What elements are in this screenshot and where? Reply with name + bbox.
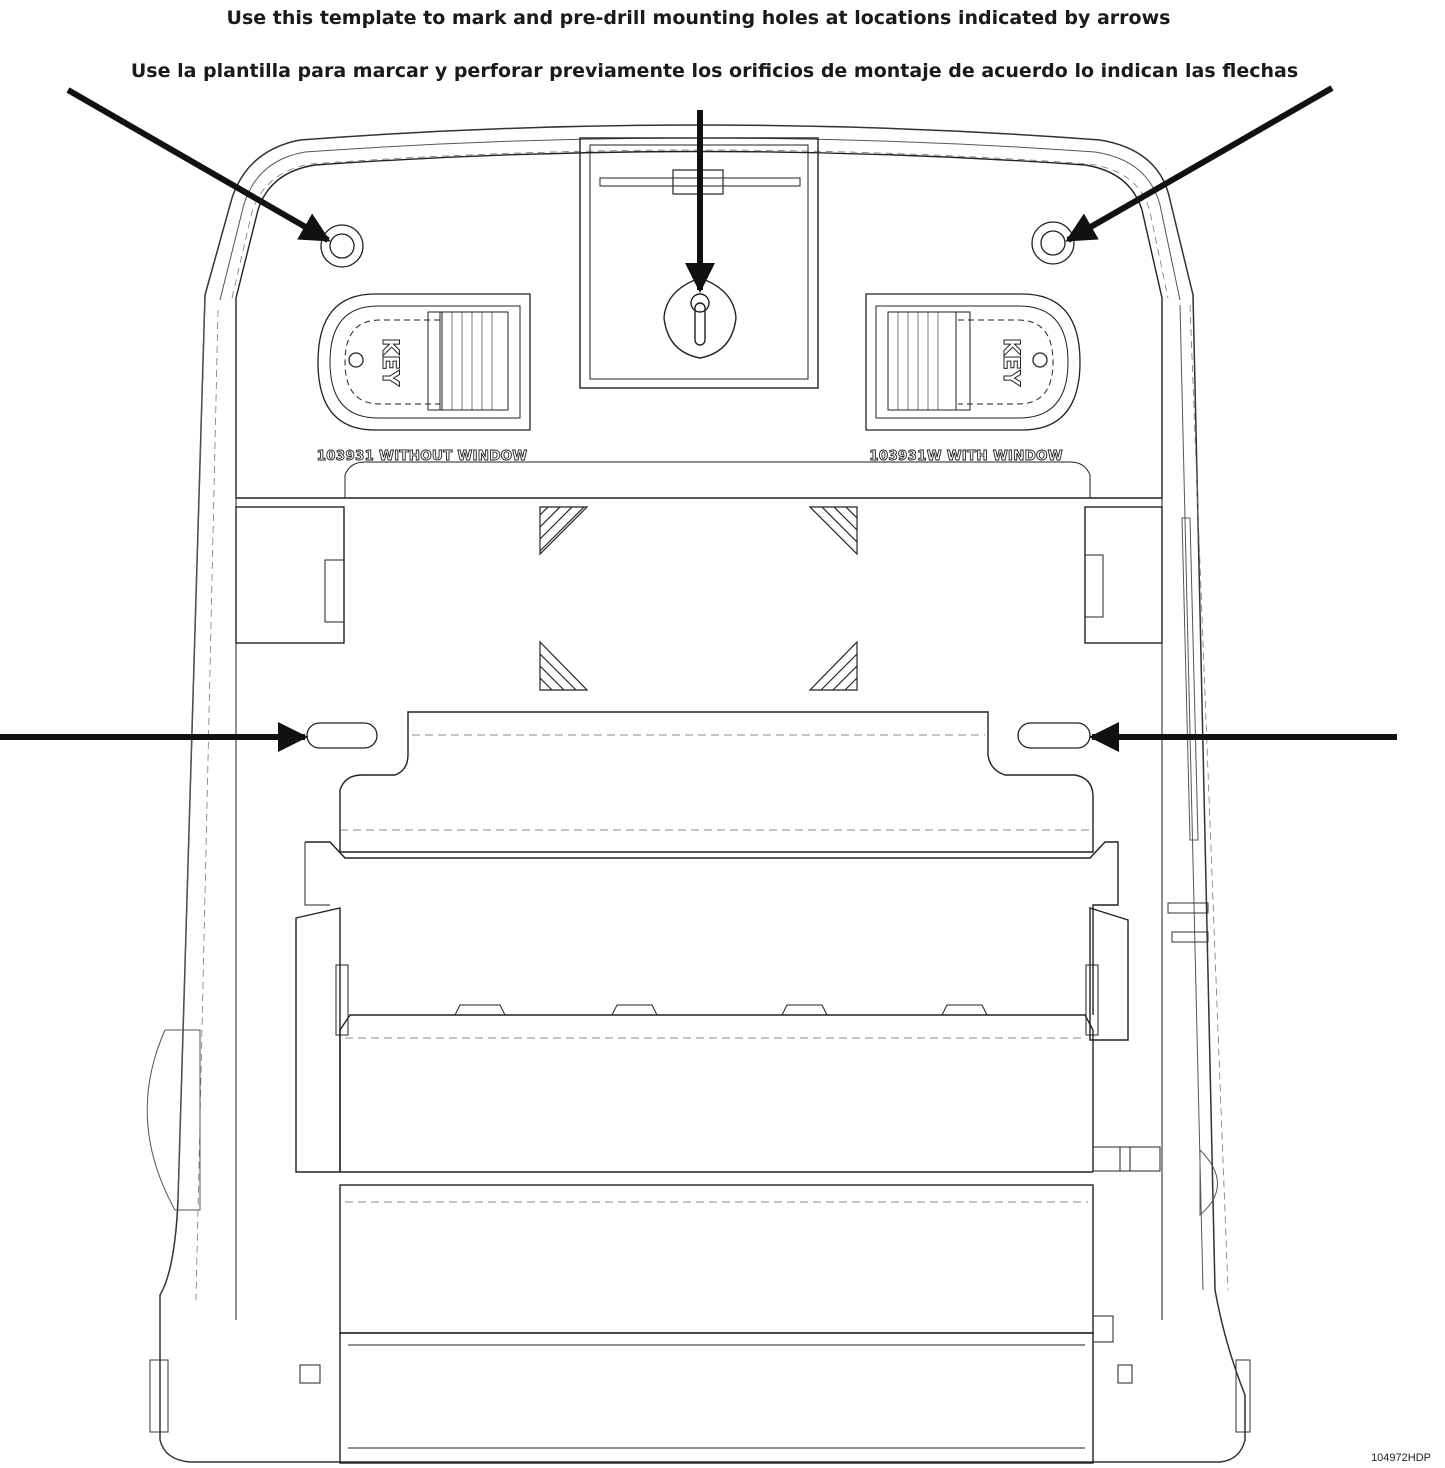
- arrow-top-right: [1065, 85, 1334, 243]
- mounting-hole-top-left: [320, 224, 364, 268]
- mounting-slot-left: [306, 722, 378, 749]
- model-label-with-window: 103931W WITH WINDOW: [869, 448, 1063, 464]
- dispenser-housing-outline: [146, 124, 1251, 1463]
- model-label-without-window: 103931 WITHOUT WINDOW: [317, 448, 528, 464]
- arrow-top-left: [66, 87, 331, 243]
- alignment-triangles: [539, 506, 858, 691]
- spanish-instruction: Use la plantilla para marcar y perforar …: [130, 60, 1299, 82]
- back-panel: [235, 150, 1163, 1320]
- english-instruction: Use this template to mark and pre-drill …: [226, 7, 1171, 29]
- key-label-right: KEY: [998, 338, 1023, 387]
- mounting-hole-top-right: [1031, 221, 1075, 265]
- drawing-code: 104972HDP: [1371, 1452, 1431, 1464]
- key-lock-left: [317, 293, 531, 431]
- key-lock-right: [865, 293, 1081, 431]
- key-label-left: KEY: [377, 338, 402, 387]
- mounting-slot-right: [1017, 722, 1091, 749]
- paper-roll-mechanism: [295, 711, 1161, 1464]
